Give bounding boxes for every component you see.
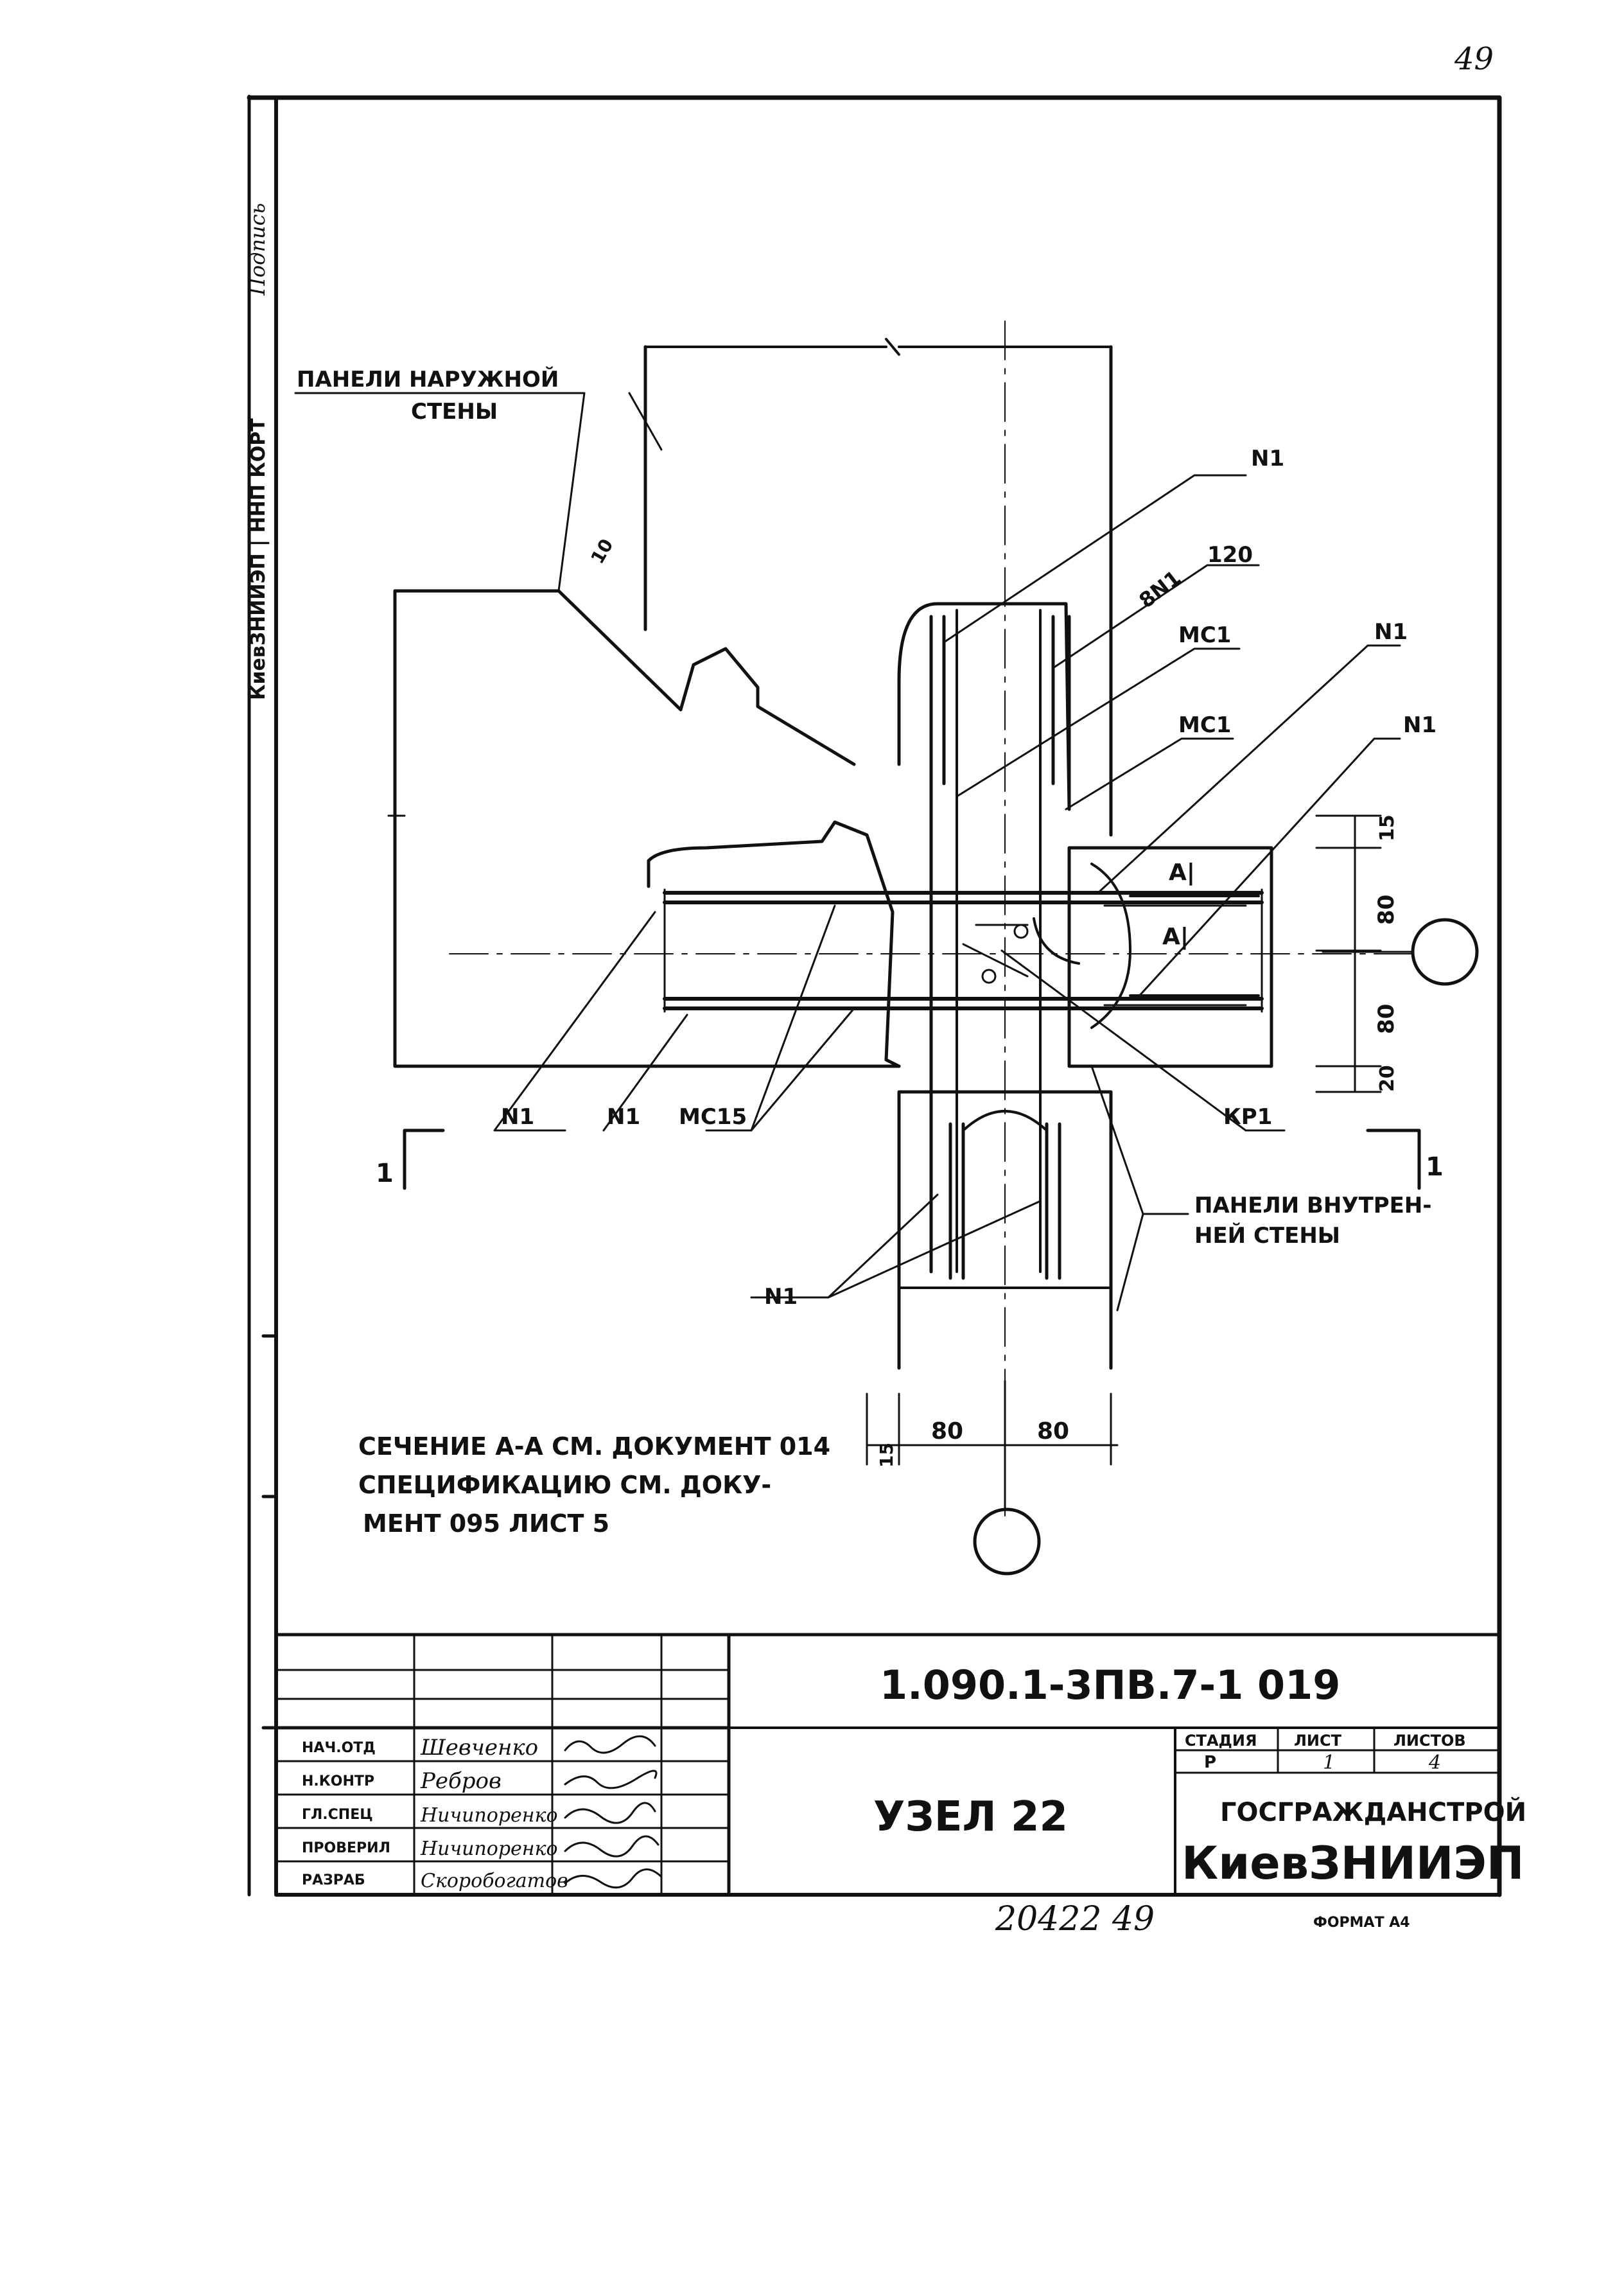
axis-bubble-right xyxy=(1411,918,1479,986)
axis-bubble-bottom xyxy=(973,1507,1041,1576)
dim-bottom-15: 15 xyxy=(876,1443,897,1468)
role-4: ПРОВЕРИЛ xyxy=(302,1840,390,1856)
inventory-number: 20422 49 xyxy=(995,1900,1155,1938)
name-1: Шевченко xyxy=(420,1735,538,1761)
doc-code: 1.090.1-3ПВ.7-1 019 xyxy=(880,1662,1340,1708)
label-mc15: МС15 xyxy=(679,1104,747,1130)
dim-right-20: 20 xyxy=(1376,1065,1399,1092)
dim-right-80-b: 80 xyxy=(1374,1004,1399,1034)
role-5: РАЗРАБ xyxy=(302,1872,365,1888)
label-kp1: КР1 xyxy=(1223,1104,1272,1130)
label-8n1: 8N1 xyxy=(1135,565,1186,613)
label-n1-f: N1 xyxy=(764,1284,798,1310)
page-number: 49 xyxy=(1454,41,1494,77)
name-3: Ничипоренко xyxy=(420,1804,558,1827)
note-line-3: МЕНТ 095 ЛИСТ 5 xyxy=(363,1509,609,1538)
name-4: Ничипоренко xyxy=(420,1838,558,1860)
leader-lines xyxy=(294,392,1401,1312)
org-line-2: КиевЗНИИЭП xyxy=(1182,1837,1524,1890)
name-5: Скоробогатов xyxy=(421,1870,568,1892)
drawing-title: УЗЕЛ 22 xyxy=(873,1793,1068,1841)
note-line-1: СЕЧЕНИЕ А-А СМ. ДОКУМЕНТ 014 xyxy=(358,1432,830,1461)
outer-wall-label-1: ПАНЕЛИ НАРУЖНОЙ xyxy=(297,366,559,392)
section-mark-right: 1 xyxy=(1426,1152,1444,1182)
label-mc1-a: МС1 xyxy=(1178,622,1231,648)
role-1: НАЧ.ОТД xyxy=(302,1740,376,1756)
title-block xyxy=(274,1633,1501,1897)
section-mark-left: 1 xyxy=(376,1159,394,1188)
sheets-header: ЛИСТОВ xyxy=(1393,1732,1466,1750)
label-a1-upper: А| xyxy=(1169,859,1195,886)
dim-bottom-80-a: 80 xyxy=(931,1418,963,1445)
label-120: 120 xyxy=(1207,542,1253,568)
side-stamp: КиевЗНИИЭП | ННП КОРТ xyxy=(247,418,270,700)
label-n1-e: N1 xyxy=(607,1104,640,1130)
role-3: ГЛ.СПЕЦ xyxy=(302,1807,373,1823)
drawing-frame xyxy=(247,94,1502,1897)
inner-wall-label-1: ПАНЕЛИ ВНУТРЕН- xyxy=(1194,1193,1431,1218)
signatures xyxy=(564,1735,663,1889)
side-signature: Подпись xyxy=(245,203,270,296)
label-n1-a: N1 xyxy=(1251,446,1284,471)
org-line-1: ГОСГРАЖДАНСТРОЙ xyxy=(1220,1796,1526,1827)
label-n1-c: N1 xyxy=(1403,712,1436,738)
outer-wall-label-2: СТЕНЫ xyxy=(411,399,498,425)
label-a1-lower: А| xyxy=(1162,924,1189,950)
dim-10: 10 xyxy=(586,535,617,567)
inner-wall-label-2: НЕЙ СТЕНЫ xyxy=(1194,1222,1340,1249)
sheet-header: ЛИСТ xyxy=(1294,1732,1342,1750)
stage-value: Р xyxy=(1204,1753,1216,1772)
dim-bottom-80-b: 80 xyxy=(1037,1418,1069,1445)
label-mc1-b: МС1 xyxy=(1178,712,1231,738)
dim-right-15: 15 xyxy=(1376,814,1399,841)
name-2: Ребров xyxy=(420,1768,502,1794)
sheets-value: 4 xyxy=(1428,1752,1441,1774)
dim-right-80-a: 80 xyxy=(1374,895,1399,925)
joint-drawing xyxy=(387,321,1479,1576)
sheet-value: 1 xyxy=(1323,1752,1335,1774)
role-2: Н.КОНТР xyxy=(302,1773,374,1789)
format-label: ФОРМАТ А4 xyxy=(1313,1915,1410,1931)
label-n1-b: N1 xyxy=(1374,619,1408,645)
stage-header: СТАДИЯ xyxy=(1185,1732,1257,1750)
label-n1-d: N1 xyxy=(501,1104,534,1130)
note-line-2: СПЕЦИФИКАЦИЮ СМ. ДОКУ- xyxy=(358,1471,771,1499)
